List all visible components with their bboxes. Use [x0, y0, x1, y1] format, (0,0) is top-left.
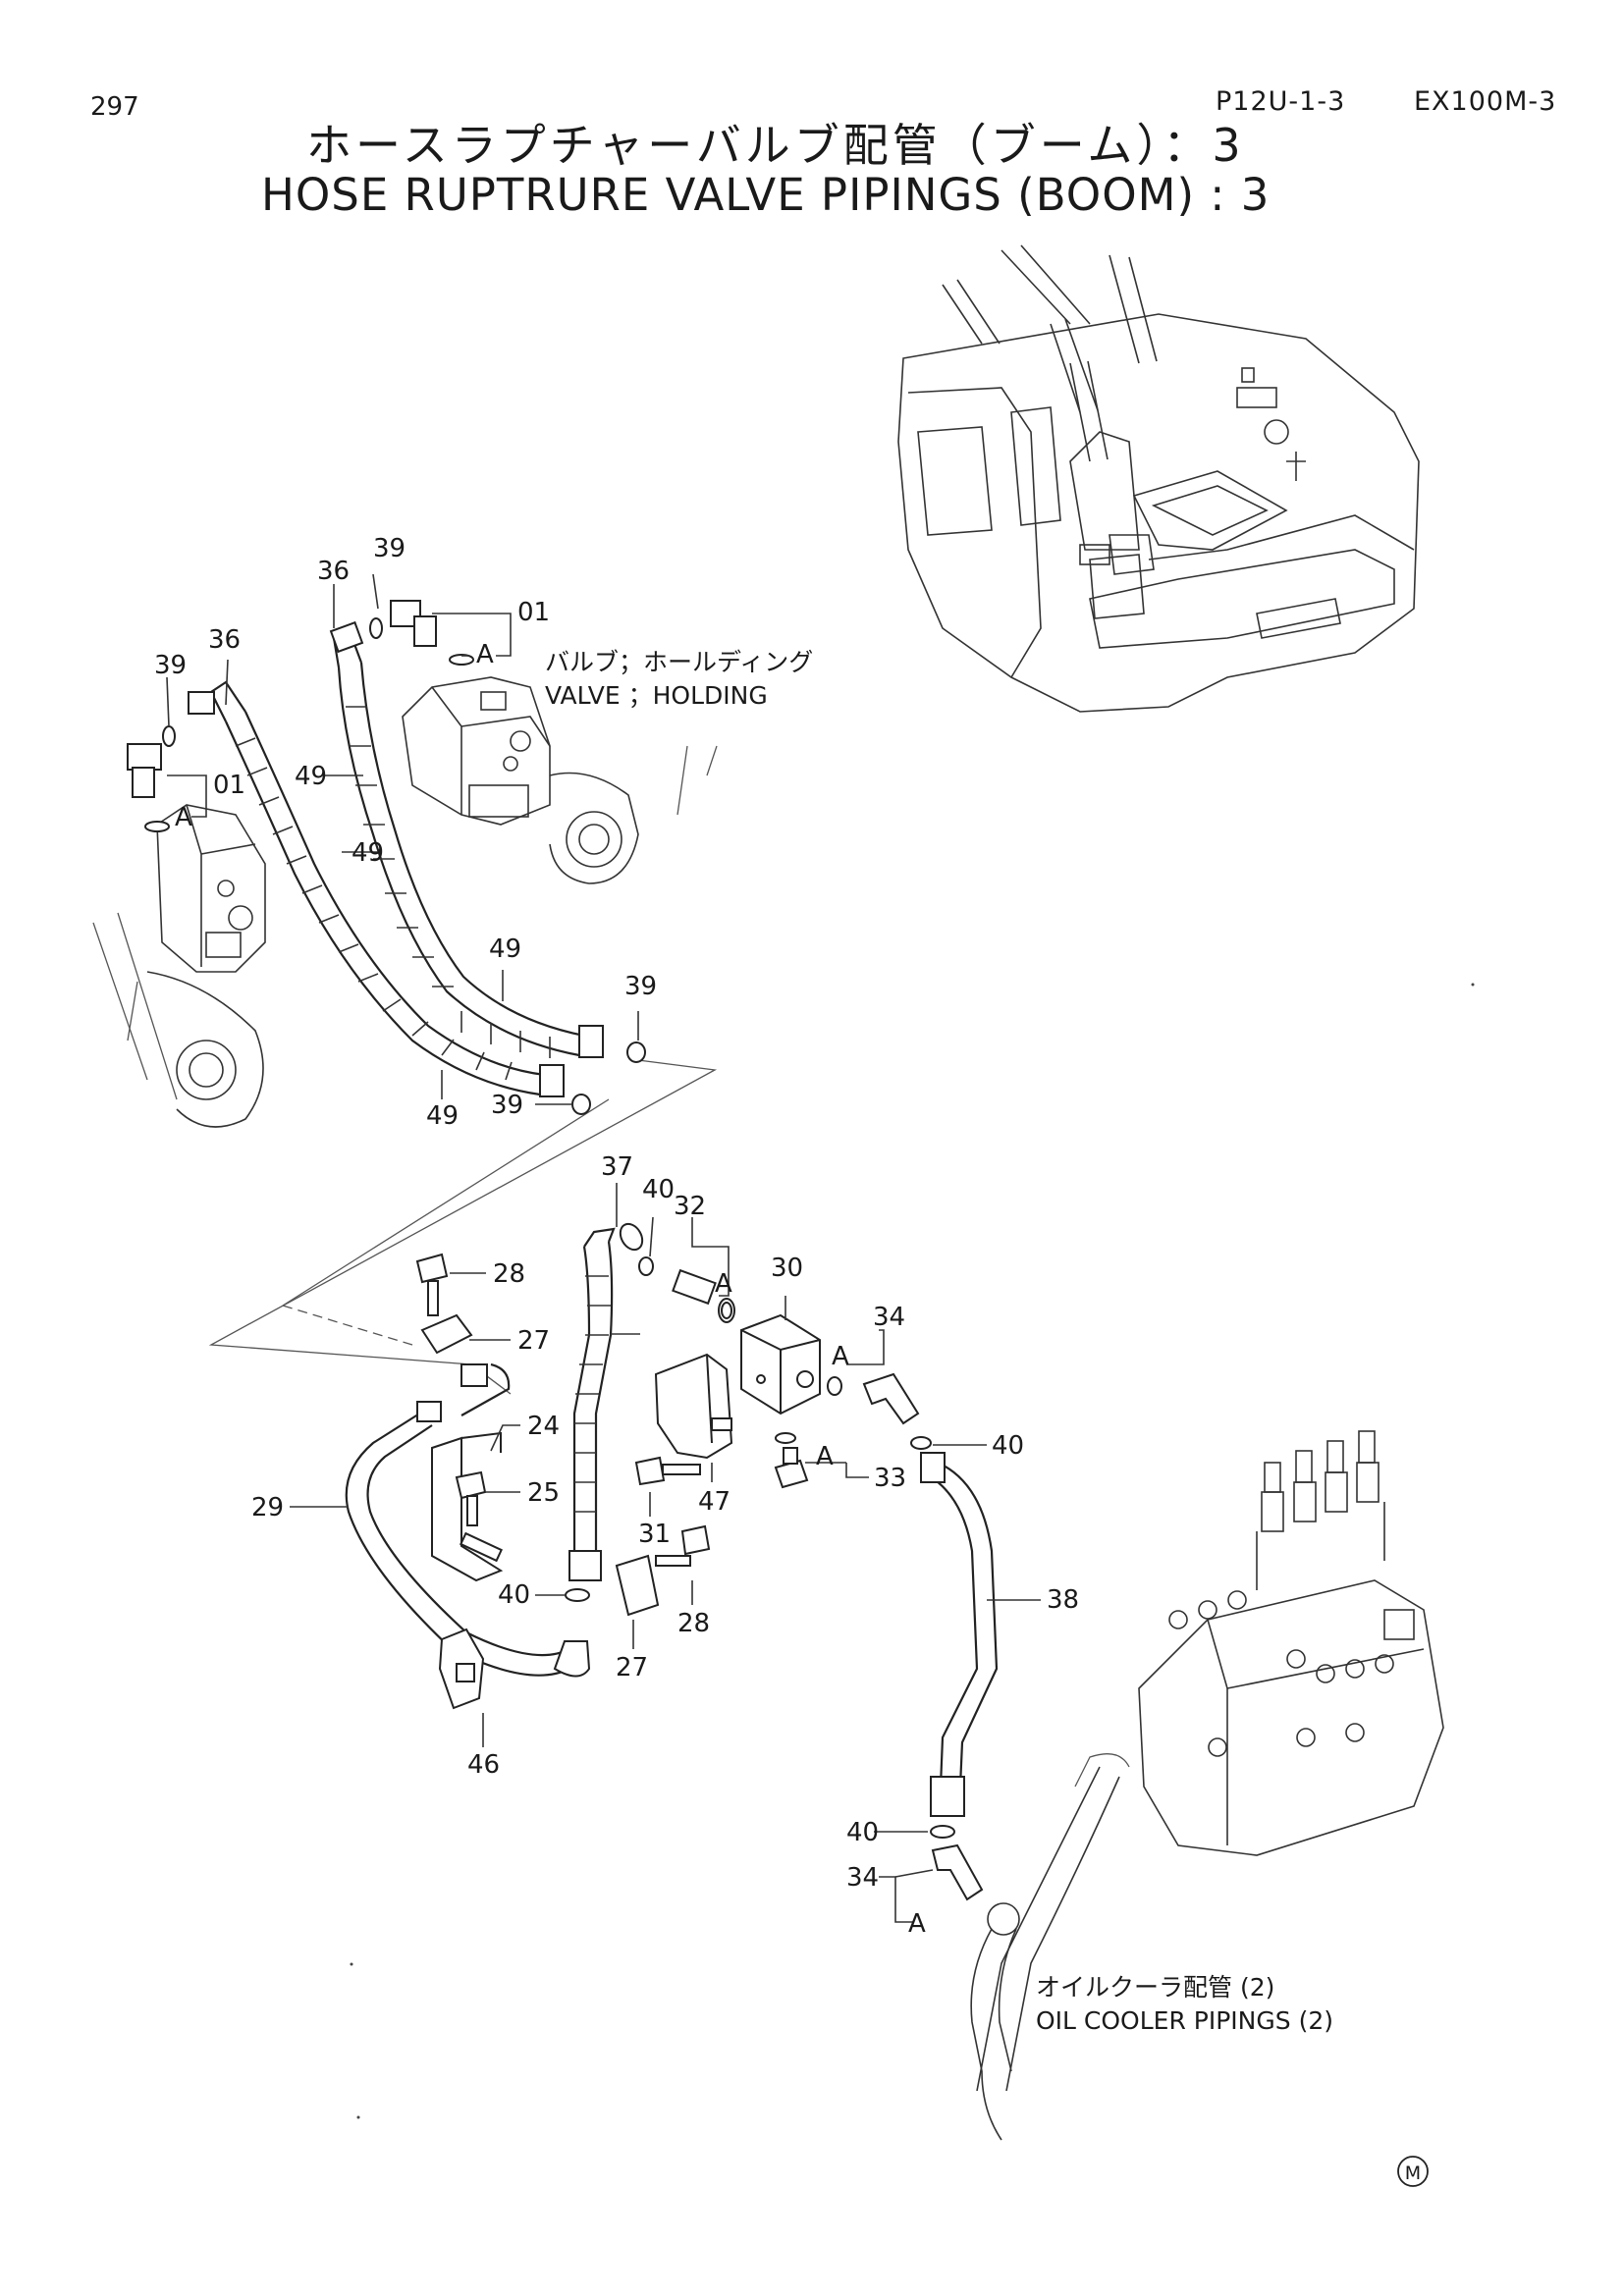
- label-kit-a: A: [832, 1342, 849, 1371]
- label-30: 30: [771, 1254, 803, 1283]
- label-40: 40: [992, 1431, 1024, 1461]
- pipe-29: [345, 1362, 591, 1678]
- label-39: 39: [373, 534, 406, 563]
- valve-holding-en: VALVE ；HOLDING: [545, 681, 768, 710]
- label-39: 39: [624, 972, 657, 1001]
- page-number: 297: [90, 92, 139, 122]
- label-28: 28: [677, 1609, 710, 1638]
- label-49: 49: [489, 934, 521, 964]
- label-28: 28: [493, 1259, 525, 1289]
- o-rings: [565, 1041, 955, 1839]
- plug-33: [774, 1447, 809, 1489]
- svg-text:M: M: [1405, 2163, 1421, 2184]
- clamp-27-lower: [615, 1554, 660, 1617]
- leader-lines: [166, 573, 1041, 1923]
- bolt-28-lower: [655, 1524, 711, 1567]
- oil-cooler-pipe: [970, 1902, 1020, 2141]
- label-49: 49: [426, 1101, 459, 1131]
- maker-mark-icon: M: [1397, 2156, 1429, 2187]
- label-kit-a: A: [715, 1269, 732, 1299]
- connection-lines: [208, 1059, 718, 1395]
- elbow-fittings-01: [127, 600, 474, 832]
- hose-38: [920, 1452, 999, 1817]
- label-25: 25: [527, 1478, 560, 1508]
- hose-49-middle: [568, 1222, 644, 1581]
- label-40: 40: [846, 1818, 879, 1847]
- bracket-46: [438, 1628, 485, 1710]
- label-37: 37: [601, 1152, 633, 1182]
- valve-block-30: [740, 1313, 821, 1415]
- label-36: 36: [208, 625, 241, 655]
- label-32: 32: [674, 1192, 706, 1221]
- clamp-27-upper: [420, 1313, 473, 1355]
- control-valve-illustration: [976, 1430, 1444, 2092]
- label-34: 34: [873, 1303, 905, 1332]
- part-labels: 39 36 01 A 36 39 01 A 49 49 49 39 49 39 …: [154, 534, 1079, 1939]
- label-01: 01: [517, 598, 550, 627]
- label-kit-a: A: [476, 640, 494, 669]
- label-33: 33: [874, 1464, 906, 1493]
- bracket-24: [431, 1431, 504, 1582]
- bolt-31: [634, 1456, 701, 1486]
- label-40: 40: [642, 1175, 675, 1204]
- label-38: 38: [1047, 1585, 1079, 1615]
- elbow-34-lower: [931, 1843, 984, 1901]
- label-40: 40: [498, 1580, 530, 1610]
- label-01: 01: [213, 771, 245, 800]
- label-49: 49: [352, 838, 384, 868]
- label-kit-a: A: [816, 1442, 834, 1471]
- holding-valve-left-illustration: [92, 804, 266, 1128]
- label-46: 46: [467, 1750, 500, 1780]
- label-39: 39: [491, 1091, 523, 1120]
- label-27: 27: [616, 1653, 648, 1682]
- title-english: HOSE RUPTRURE VALVE PIPINGS (BOOM) : 3: [261, 169, 1271, 221]
- callouts: バルブ；ホールディング VALVE ；HOLDING オイルクーラ配管 (2) …: [545, 648, 1333, 2035]
- bolt-25: [455, 1470, 487, 1526]
- label-39: 39: [154, 651, 187, 680]
- label-27: 27: [517, 1326, 550, 1356]
- valve-holding-jp: バルブ；ホールディング: [545, 648, 813, 676]
- elbow-34-upper: [862, 1372, 920, 1425]
- label-34: 34: [846, 1863, 879, 1893]
- title-japanese: ホースラプチャーバルブ配管（ブーム）：3: [306, 119, 1245, 172]
- label-29: 29: [251, 1493, 284, 1522]
- excavator-body-illustration: [897, 244, 1420, 713]
- hose-49-upper-right: [332, 626, 604, 1058]
- label-31: 31: [638, 1520, 671, 1549]
- label-49: 49: [295, 762, 327, 791]
- label-kit-a: A: [175, 803, 192, 832]
- bracket-47: [654, 1353, 733, 1460]
- holding-valve-upper-illustration: [402, 676, 718, 884]
- oil-cooler-en: OIL COOLER PIPINGS (2): [1036, 2006, 1333, 2035]
- bolt-28-upper: [415, 1253, 449, 1316]
- label-47: 47: [698, 1487, 730, 1517]
- oil-cooler-jp: オイルクーラ配管 (2): [1036, 1973, 1274, 2002]
- model-code: EX100M-3: [1414, 86, 1557, 117]
- hose-49-upper-left: [209, 680, 565, 1097]
- drawing-code: P12U-1-3: [1216, 86, 1346, 117]
- label-kit-a: A: [908, 1909, 926, 1939]
- label-24: 24: [527, 1412, 560, 1441]
- label-36: 36: [317, 557, 350, 586]
